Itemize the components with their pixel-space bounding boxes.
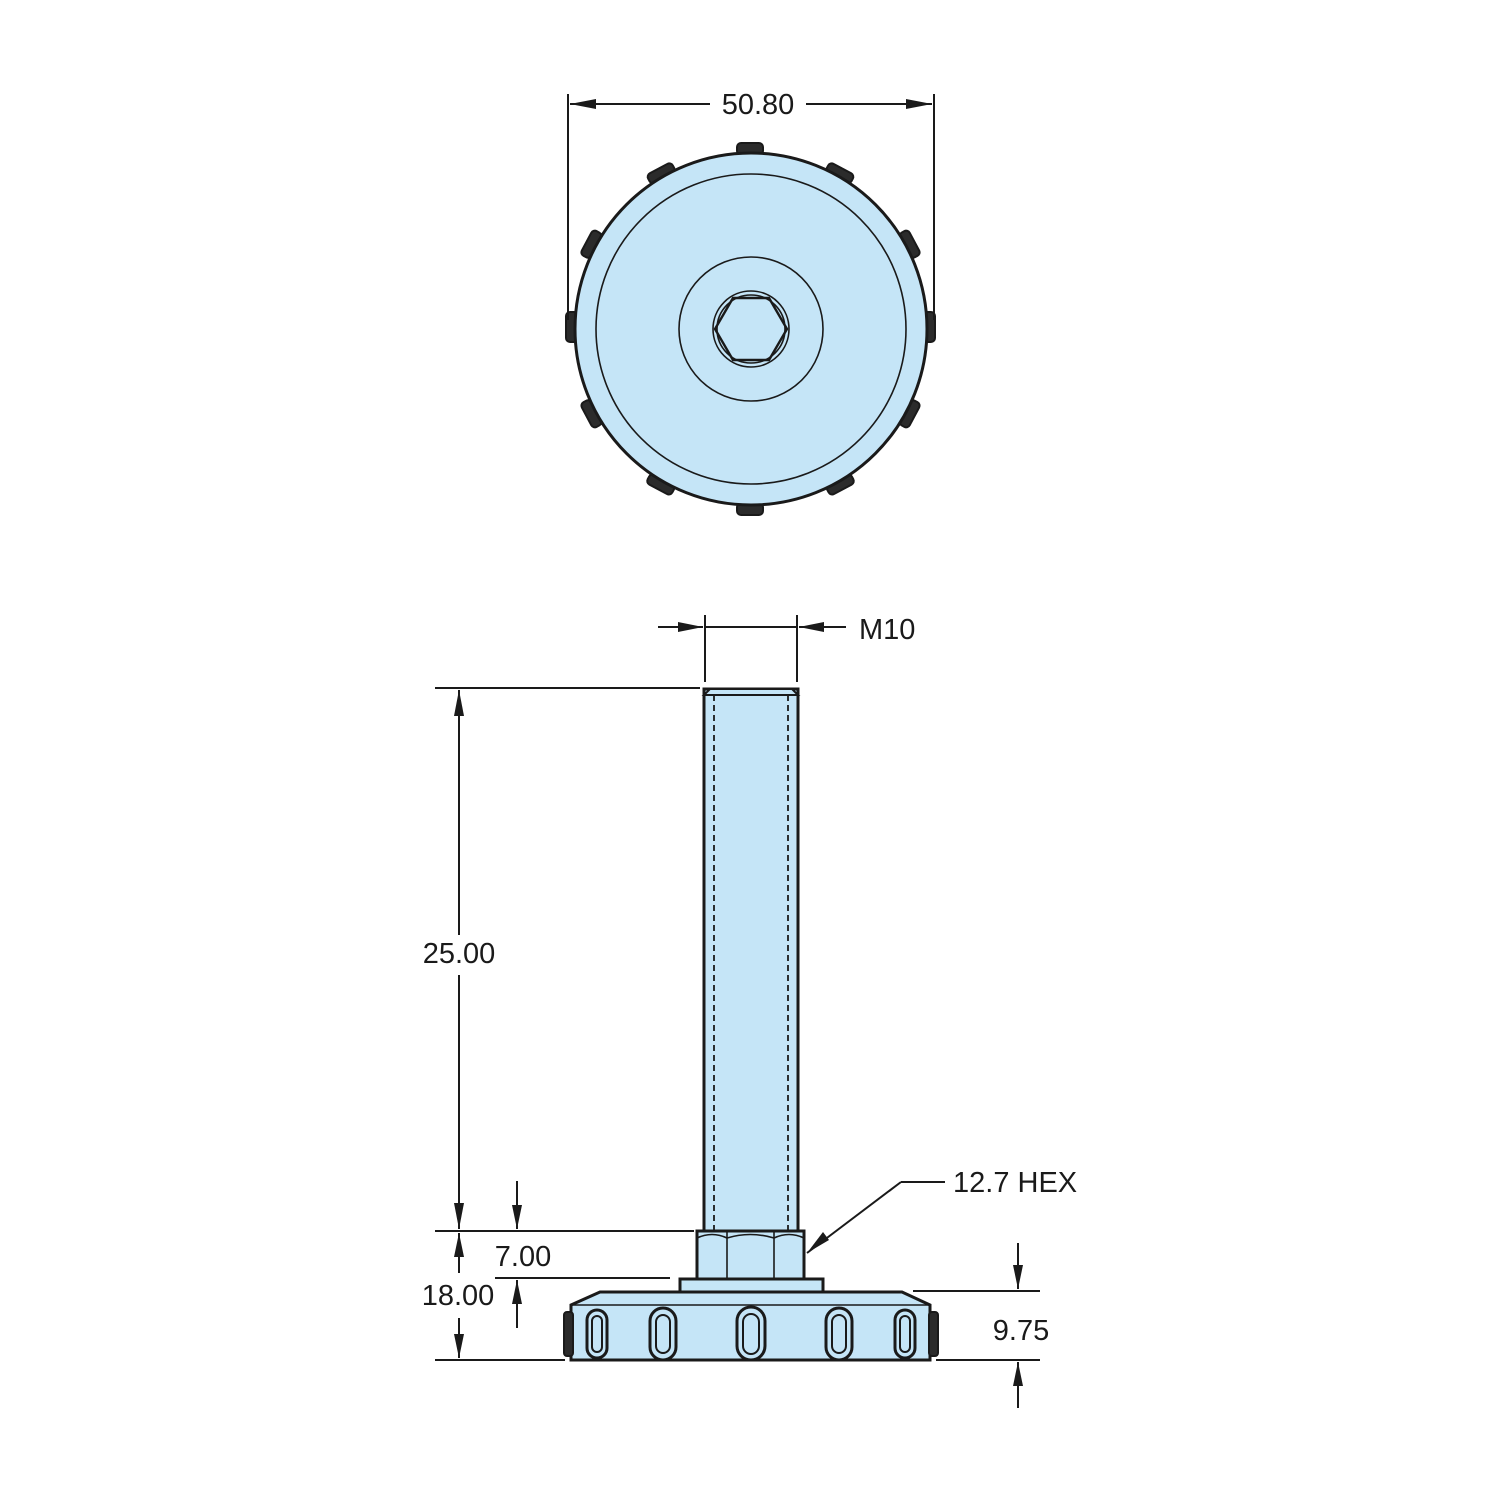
hub-boss bbox=[678, 1277, 825, 1294]
top-view: 50.80 bbox=[565, 89, 936, 516]
threaded-stud bbox=[702, 687, 800, 1233]
leveling-pad-base bbox=[569, 1290, 932, 1362]
side-view: M10 25.00 12.7 HEX 7.00 bbox=[422, 614, 1077, 1408]
base-disk-inner-ring bbox=[595, 173, 907, 485]
hex-height-dimension: 7.00 bbox=[495, 1181, 670, 1328]
stud-length-dimension: 25.00 bbox=[423, 687, 700, 1232]
diameter-dimension: 50.80 bbox=[567, 89, 935, 320]
pad-height-label: 9.75 bbox=[993, 1315, 1049, 1347]
hex-label: 12.7 HEX bbox=[953, 1167, 1077, 1199]
thread-dimension: M10 bbox=[658, 614, 915, 682]
stud-length-label: 25.00 bbox=[423, 938, 496, 970]
pad-slots bbox=[563, 1305, 939, 1362]
overall-base-label: 18.00 bbox=[422, 1280, 495, 1312]
hex-nut-top bbox=[713, 296, 789, 362]
hex-nut-side bbox=[695, 1229, 806, 1281]
hex-height-label: 7.00 bbox=[495, 1241, 551, 1273]
hub-ring bbox=[678, 256, 824, 402]
hex-leader: 12.7 HEX bbox=[806, 1167, 1077, 1254]
diameter-label: 50.80 bbox=[722, 89, 795, 121]
stud-top-circle bbox=[716, 294, 786, 364]
pad-height-dimension: 9.75 bbox=[913, 1243, 1049, 1408]
thread-label: M10 bbox=[859, 614, 915, 646]
overall-base-dimension: 18.00 bbox=[422, 1233, 565, 1361]
